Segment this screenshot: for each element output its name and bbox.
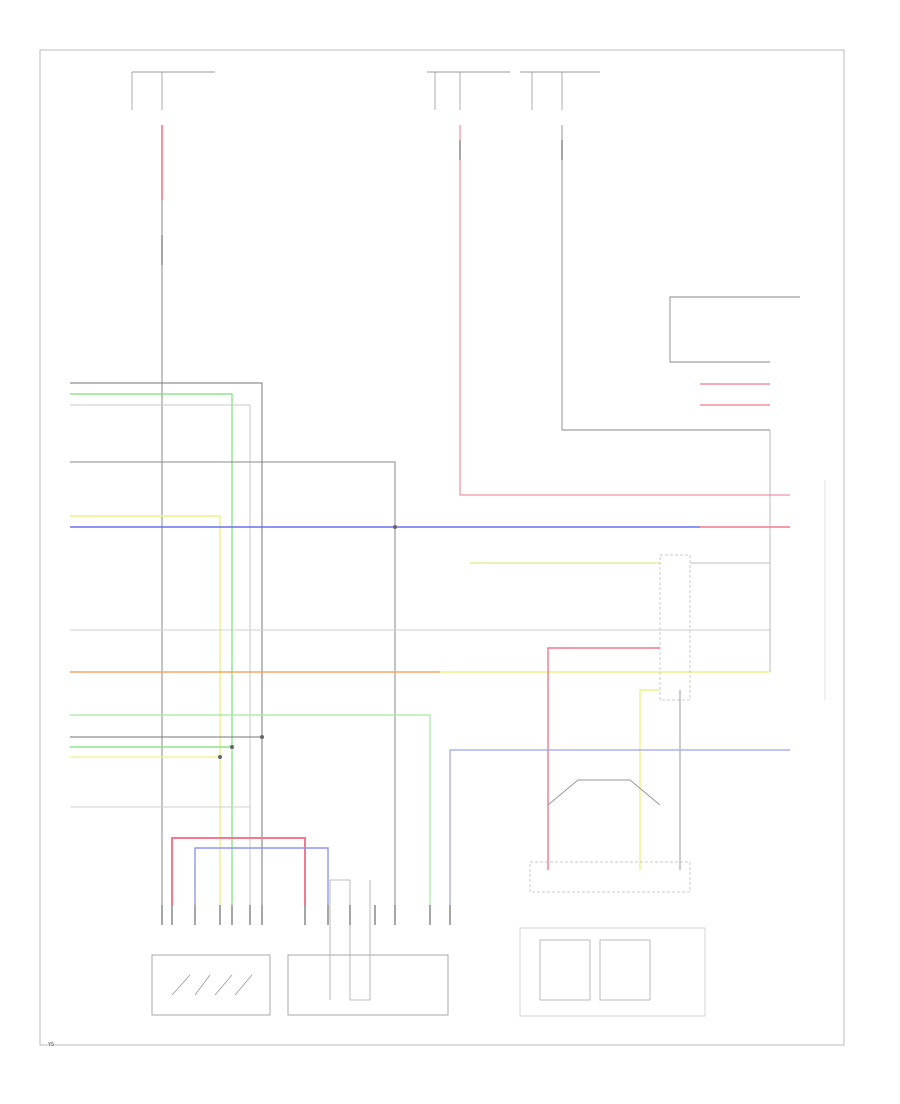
pin-ticks <box>161 140 563 925</box>
wire-red-steering <box>547 647 660 870</box>
footer-code: Y5 <box>47 1042 54 1048</box>
wire-gray-to-connector <box>70 461 396 905</box>
wire-red-middle-fuse <box>459 125 790 496</box>
steering-pad-switch <box>519 927 706 1017</box>
wire-yellow-1 <box>70 515 221 905</box>
combination-meter-connector <box>659 554 691 701</box>
ecm-connector <box>287 954 449 1016</box>
wire-blue-loop <box>194 847 329 905</box>
wire-lightblue-long <box>449 749 790 905</box>
steering-switch-arc <box>547 779 661 806</box>
diagram-frame <box>39 49 845 1046</box>
spiral-cable-box <box>529 861 691 893</box>
wire-lightgray-bundle <box>70 404 251 905</box>
steering-pad-switch-right <box>599 939 651 1001</box>
fuse-block-left <box>131 71 215 110</box>
fuse-block-right <box>520 71 600 110</box>
wire-yellow-steering <box>639 689 660 870</box>
wire-gray-top-right <box>669 296 800 363</box>
wire-green-lower <box>70 714 431 905</box>
park-neutral-switch <box>151 954 271 1016</box>
wire-darkgray-bundle-1 <box>70 382 263 905</box>
wire-gray-right-fuse <box>561 125 770 431</box>
splice-points <box>218 525 397 759</box>
steering-pad-switch-left <box>539 939 591 1001</box>
ecm-internal-path <box>329 879 371 1001</box>
park-neutral-switch-contacts <box>171 974 253 996</box>
wire-green-bundle <box>70 393 233 905</box>
wire-red-loop <box>171 837 306 905</box>
fuse-block-middle <box>427 71 510 110</box>
